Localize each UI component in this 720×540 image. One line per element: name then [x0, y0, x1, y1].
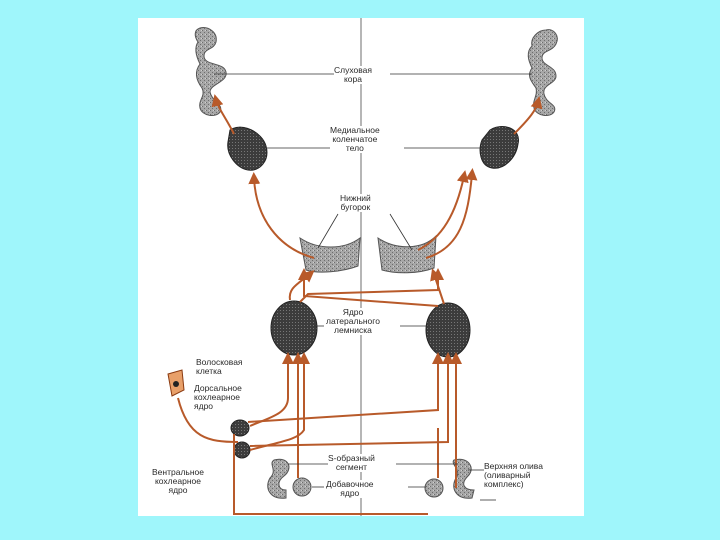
label-lateral-lemniscus: Ядро латерального лемниска — [326, 308, 380, 335]
label-s-segment-line2: сегмент — [335, 462, 368, 472]
dorsal-cochlear-nucleus — [230, 419, 250, 437]
label-accessory-nucleus-line1: Добавочное — [326, 479, 374, 489]
right-lateral-lemniscus-nucleus — [425, 302, 471, 358]
label-dorsal-cochlear-line3: ядро — [194, 401, 214, 411]
left-medial-geniculate — [227, 126, 268, 171]
right-auditory-cortex — [527, 29, 558, 116]
left-s-segment — [267, 458, 290, 499]
hair-cell-fiber — [177, 397, 239, 443]
label-inferior-colliculus: Нижний бугорок — [340, 194, 371, 212]
label-medial-geniculate-line2: коленчатое — [332, 134, 378, 144]
label-dorsal-cochlear: Дорсальное кохлеарное ядро — [194, 384, 242, 411]
label-ventral-cochlear-line1: Вентральное — [152, 467, 204, 477]
label-medial-geniculate-line3: тело — [345, 143, 364, 153]
label-lateral-lemniscus-line1: Ядро — [342, 307, 364, 317]
label-hair-cell-line2: клетка — [196, 366, 222, 376]
leader-lines — [214, 73, 532, 501]
right-medial-geniculate — [479, 126, 519, 169]
label-ventral-cochlear: Вентральное кохлеарное ядро — [152, 468, 204, 495]
right-mgb-to-cortex — [513, 96, 543, 135]
ventral-cochlear-nucleus — [233, 441, 251, 459]
right-colliculus-to-mgb-2 — [417, 170, 469, 251]
label-auditory-cortex-line1: Слуховая — [334, 65, 372, 75]
left-accessory-nucleus — [292, 477, 312, 497]
right-accessory-nucleus — [424, 478, 444, 498]
label-hair-cell-line1: Волосковая — [196, 357, 243, 367]
label-superior-olive-line2: (оливарный — [484, 470, 531, 480]
label-hair-cell: Волосковая клетка — [196, 358, 243, 376]
label-ventral-cochlear-line2: кохлеарное — [154, 476, 201, 486]
label-superior-olive: Верхняя олива (оливарный комплекс) — [484, 462, 543, 489]
label-s-segment: S-образный сегмент — [328, 454, 375, 472]
right-lemniscus-to-colliculus — [430, 268, 445, 305]
hair-cell-nucleus — [173, 381, 179, 387]
label-superior-olive-line3: комплекс) — [484, 479, 524, 489]
label-ventral-cochlear-line3: ядро — [168, 485, 188, 495]
label-lateral-lemniscus-line3: лемниска — [334, 325, 372, 335]
dorsal-to-right-lemniscus — [247, 352, 444, 423]
label-dorsal-cochlear-line2: кохлеарное — [194, 392, 240, 402]
ventral-output — [233, 434, 428, 515]
ventral-to-right-lemniscus — [249, 352, 454, 447]
label-medial-geniculate-line1: Медиальное — [330, 125, 380, 135]
label-dorsal-cochlear-line1: Дорсальное — [194, 383, 242, 393]
label-accessory-nucleus: Добавочное ядро — [326, 480, 374, 498]
auditory-pathways — [177, 94, 543, 515]
right-colliculus-to-mgb — [425, 168, 478, 259]
left-auditory-cortex — [194, 27, 227, 116]
left-inferior-colliculus — [299, 236, 361, 273]
label-auditory-cortex: Слуховая кора — [334, 66, 372, 84]
label-auditory-cortex-line2: кора — [343, 74, 362, 84]
right-inferior-colliculus — [377, 234, 437, 274]
left-lateral-lemniscus-nucleus — [270, 300, 318, 356]
label-superior-olive-line1: Верхняя олива — [484, 461, 543, 471]
label-inferior-colliculus-line2: бугорок — [340, 202, 371, 212]
left-mgb-to-cortex — [211, 94, 235, 135]
auditory-pathway-diagram — [167, 18, 558, 516]
leader-ic-left — [317, 213, 339, 249]
left-lemniscus-cross — [299, 268, 444, 303]
label-medial-geniculate: Медиальное коленчатое тело — [330, 126, 380, 153]
label-accessory-nucleus-line2: ядро — [340, 488, 360, 498]
right-lemniscus-cross — [298, 268, 439, 307]
ventral-to-left-lemniscus — [249, 352, 310, 451]
leader-ic-right — [389, 213, 413, 251]
label-inferior-colliculus-line1: Нижний — [340, 193, 371, 203]
label-s-segment-line1: S-образный — [328, 453, 375, 463]
diagram-panel: Слуховая кора Медиальное коленчатое тело… — [138, 18, 584, 516]
left-colliculus-to-mgb — [248, 172, 315, 259]
right-s-segment — [452, 458, 475, 499]
label-lateral-lemniscus-line2: латерального — [326, 316, 380, 326]
dorsal-to-left-lemniscus — [249, 352, 294, 427]
